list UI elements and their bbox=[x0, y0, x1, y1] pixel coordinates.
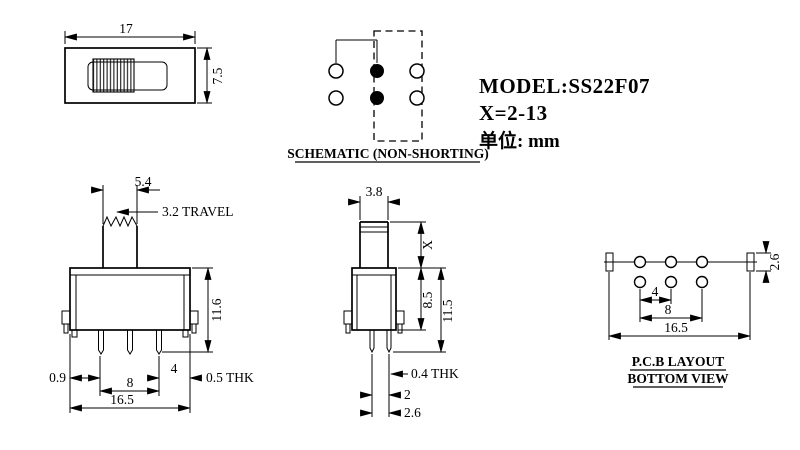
terminal-pin bbox=[127, 329, 133, 355]
top-view-body bbox=[64, 47, 196, 104]
pin-gap-dim: 2 bbox=[404, 387, 411, 402]
terminal-pin bbox=[386, 329, 392, 354]
pin-span-dim: 8 bbox=[127, 375, 134, 390]
pcb-hole bbox=[695, 255, 709, 269]
model-number: MODEL:SS22F07 bbox=[479, 74, 650, 98]
pcb-hole-span-dim: 8 bbox=[665, 302, 672, 317]
mount-tab-left bbox=[61, 310, 71, 325]
mount-tab bbox=[395, 310, 405, 325]
travel-dim: 3.2 TRAVEL bbox=[162, 204, 234, 219]
pin-offset-dim: 0.9 bbox=[49, 370, 66, 385]
pcb-caption-line2: BOTTOM VIEW bbox=[627, 371, 729, 386]
terminal-thickness-note: 0.4 THK bbox=[411, 366, 459, 381]
pcb-hole-pitch-dim: 4 bbox=[652, 284, 659, 299]
terminal-circle bbox=[409, 90, 425, 106]
top-width-dim: 17 bbox=[119, 21, 133, 36]
terminal-pin bbox=[156, 329, 162, 355]
pcb-hole bbox=[633, 255, 647, 269]
common-terminal-circle bbox=[370, 91, 384, 105]
side-body bbox=[351, 267, 397, 331]
row-pitch-dim: 2.6 bbox=[404, 405, 421, 420]
terminal-circle bbox=[328, 63, 344, 79]
front-body bbox=[69, 267, 191, 331]
actuator-height-dim: X bbox=[420, 240, 435, 250]
body-height-dim: 8.5 bbox=[420, 291, 435, 308]
schematic-caption: SCHEMATIC (NON-SHORTING) bbox=[287, 146, 488, 161]
top-view: 17 7.5 bbox=[63, 21, 225, 105]
pcb-hole bbox=[695, 275, 709, 289]
mount-slot-right bbox=[746, 252, 755, 272]
common-terminal-circle bbox=[370, 64, 384, 78]
total-width-dim: 16.5 bbox=[110, 392, 134, 407]
pcb-hole bbox=[664, 275, 678, 289]
terminal-circle bbox=[409, 63, 425, 79]
knob-width-dim: 5.4 bbox=[135, 174, 152, 189]
mount-tab-right bbox=[189, 310, 199, 325]
schematic-view: SCHEMATIC (NON-SHORTING) bbox=[287, 30, 489, 163]
pcb-layout-view: 2.6 4 8 16.5 P.C.B LAYOUT BOTTOM VIEW bbox=[604, 241, 782, 388]
front-view: 5.4 3.2 TRAVEL 11.6 0.9 4 0.5 THK 8 16.5 bbox=[49, 174, 254, 413]
total-height-dim: 11.5 bbox=[440, 299, 455, 322]
pcb-hole bbox=[664, 255, 678, 269]
height-dim: 11.6 bbox=[209, 298, 224, 321]
knob-serration bbox=[102, 215, 138, 228]
terminal-thickness-note: 0.5 THK bbox=[206, 370, 254, 385]
slider-contact-box bbox=[373, 30, 423, 142]
pcb-total-width-dim: 16.5 bbox=[664, 320, 688, 335]
pcb-caption-line1: P.C.B LAYOUT bbox=[632, 354, 724, 369]
terminal-circle bbox=[328, 90, 344, 106]
mount-slot-left bbox=[605, 252, 614, 272]
terminal-pin bbox=[98, 329, 104, 355]
unit-label: 单位: mm bbox=[479, 129, 560, 152]
title-block: MODEL:SS22F07 X=2-13 单位: mm bbox=[479, 74, 650, 152]
mount-tab bbox=[343, 310, 353, 325]
x-range: X=2-13 bbox=[479, 101, 548, 125]
terminal-pin bbox=[369, 329, 375, 354]
side-view: 3.8 X 8.5 11.5 0.4 THK 2 2.6 bbox=[343, 184, 459, 420]
side-knob-width-dim: 3.8 bbox=[366, 184, 383, 199]
pcb-hole bbox=[633, 275, 647, 289]
pcb-row-pitch-dim: 2.6 bbox=[767, 253, 782, 270]
top-height-dim: 7.5 bbox=[210, 67, 225, 84]
pin-to-edge-dim: 4 bbox=[171, 361, 178, 376]
top-view-knob bbox=[92, 58, 135, 93]
